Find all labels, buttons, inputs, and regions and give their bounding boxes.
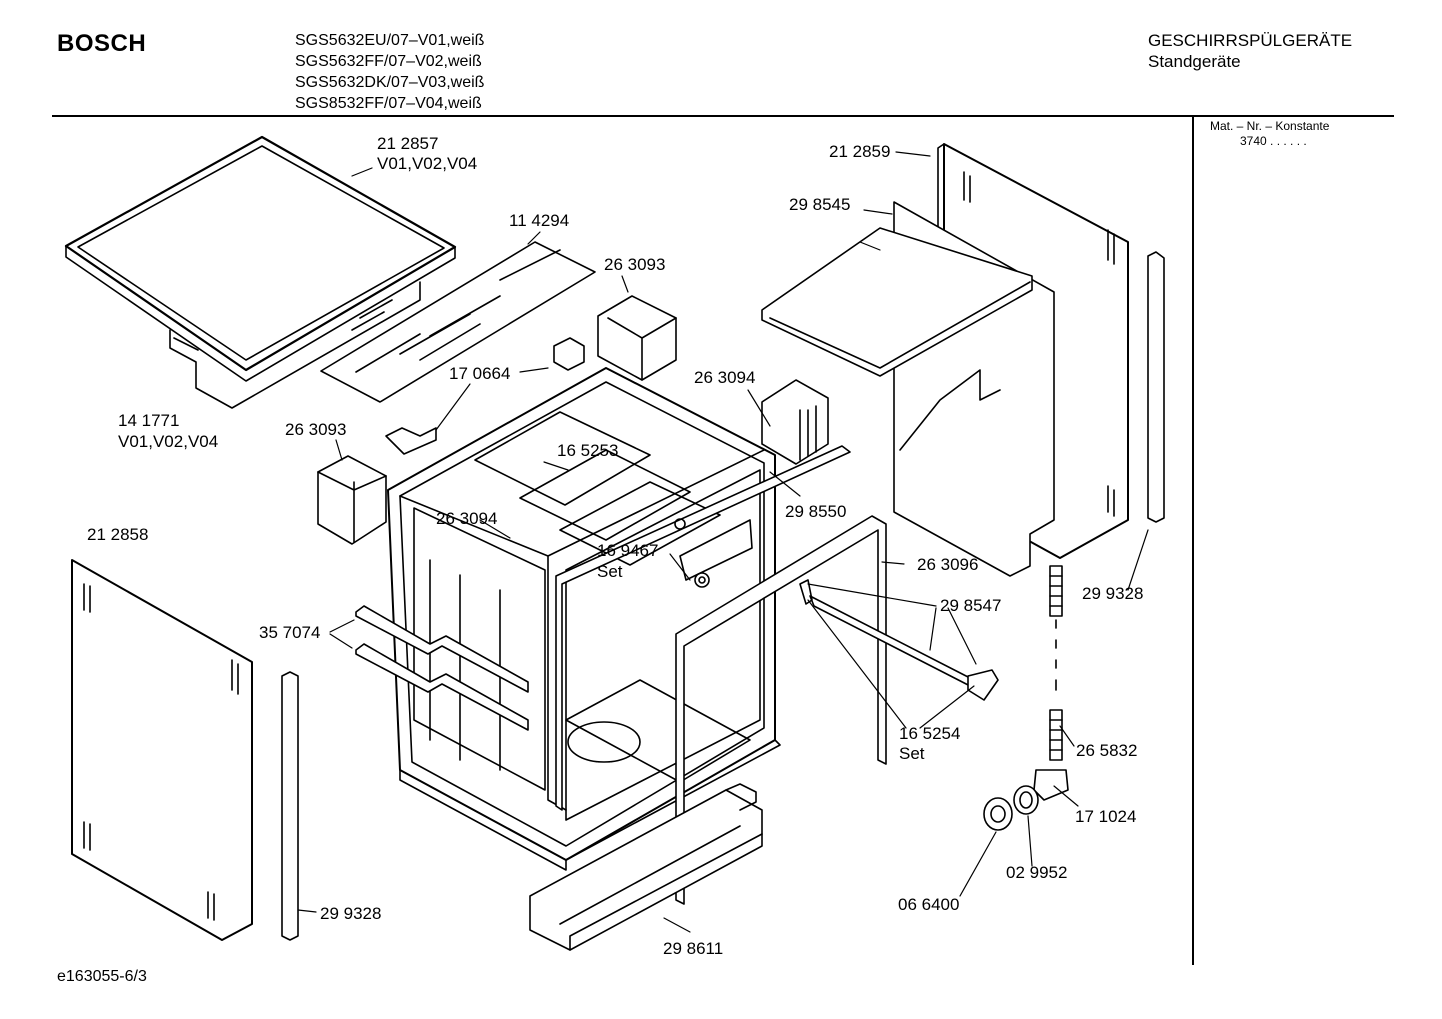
mat-number-value: 3740 . . . . . . <box>1240 134 1307 148</box>
part-label: 21 2857 <box>377 134 439 153</box>
part-label: 29 9328 <box>320 904 382 923</box>
part-label: 16 9467 <box>597 541 659 560</box>
base-plinth-part <box>529 783 763 951</box>
insulation-sheet-part <box>320 241 596 403</box>
part-label: 16 5253 <box>557 441 619 460</box>
drawing-code: e163055-6/3 <box>57 968 147 985</box>
brand-logo: BOSCH <box>57 30 147 57</box>
door-seal-part <box>675 515 887 905</box>
part-label: Set <box>597 562 623 581</box>
hose-fitting-part <box>983 565 1069 831</box>
strip-right-part <box>1147 251 1165 523</box>
category-title: GESCHIRRSPÜLGERÄTE <box>1148 31 1353 50</box>
back-panel-part <box>761 201 1055 577</box>
sidebar-divider <box>1192 115 1194 965</box>
part-label: 06 6400 <box>898 895 960 914</box>
leader-lines <box>297 151 1149 933</box>
model-line: SGS5632DK/07–V03,weiß <box>295 74 485 91</box>
part-label: 26 3093 <box>285 420 347 439</box>
part-label: 29 9328 <box>1082 584 1144 603</box>
rod-part <box>799 579 999 701</box>
part-label: 29 8545 <box>789 195 851 214</box>
part-label: 02 9952 <box>1006 863 1068 882</box>
part-label: 26 3094 <box>436 509 498 528</box>
part-label: 35 7074 <box>259 623 321 642</box>
left-side-panel-part <box>71 559 253 941</box>
part-label: 21 2858 <box>87 525 149 544</box>
model-line: SGS5632FF/07–V02,weiß <box>295 53 482 70</box>
mat-number-label: Mat. – Nr. – Konstante <box>1210 119 1330 133</box>
part-label: 26 3094 <box>694 368 756 387</box>
part-label: 26 5832 <box>1076 741 1138 760</box>
model-list: SGS5632EU/07–V01,weiß SGS5632FF/07–V02,w… <box>295 30 484 114</box>
category-subtitle: Standgeräte <box>1148 52 1241 71</box>
part-label: 14 1771 <box>118 411 180 430</box>
strip-left-part <box>281 671 299 941</box>
part-label: 26 3093 <box>604 255 666 274</box>
bracket-clip-part <box>385 337 585 455</box>
part-label: 29 8547 <box>940 596 1002 615</box>
part-label: 29 8550 <box>785 502 847 521</box>
worktop-part <box>64 135 457 409</box>
part-label: 29 8611 <box>663 939 724 958</box>
part-label: V01,V02,V04 <box>377 154 478 173</box>
door-frame-part <box>555 445 851 811</box>
category-block: GESCHIRRSPÜLGERÄTE Standgeräte <box>1148 30 1352 72</box>
part-label: 17 1024 <box>1075 807 1137 826</box>
rail-part <box>355 605 529 731</box>
part-label: V01,V02,V04 <box>118 432 219 451</box>
header-divider <box>52 115 1394 117</box>
part-label: Set <box>899 744 925 763</box>
model-line: SGS8532FF/07–V04,weiß <box>295 95 482 112</box>
part-label: 21 2859 <box>829 142 891 161</box>
part-label: 26 3096 <box>917 555 979 574</box>
part-label: 17 0664 <box>449 364 511 383</box>
model-line: SGS5632EU/07–V01,weiß <box>295 32 485 49</box>
part-label: 16 5254 <box>899 724 961 743</box>
part-label: 11 4294 <box>509 211 570 230</box>
